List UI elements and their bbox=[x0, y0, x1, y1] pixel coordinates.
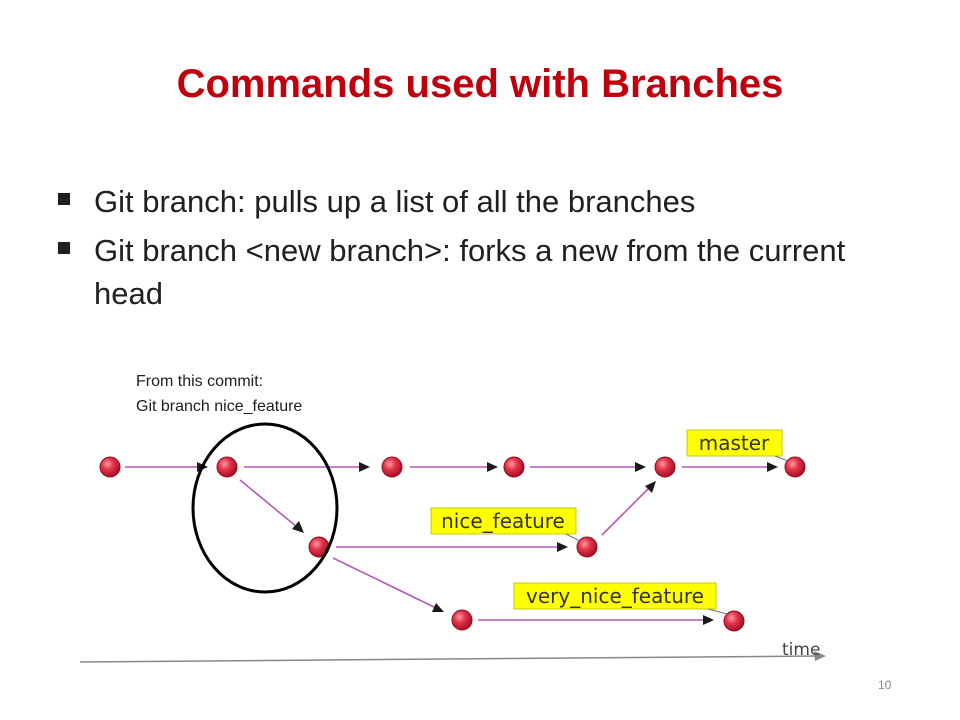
label-text: master bbox=[699, 431, 770, 455]
arrowhead-icon bbox=[432, 603, 444, 612]
label-box bbox=[430, 507, 577, 535]
arrow bbox=[239, 479, 298, 528]
branch-label-very-nice-feature: very_nice_feature bbox=[513, 582, 728, 615]
commit-node bbox=[654, 456, 676, 478]
label-box bbox=[513, 582, 717, 610]
arrowhead-icon bbox=[557, 542, 568, 552]
label-pointer bbox=[774, 455, 789, 462]
commit-nodes bbox=[99, 456, 806, 632]
commit-node bbox=[576, 536, 598, 558]
time-label: time bbox=[782, 640, 820, 660]
bullet-item: Git branch <new branch>: forks a new fro… bbox=[58, 229, 918, 315]
commit-arrows bbox=[125, 462, 778, 625]
arrowhead-icon bbox=[292, 521, 304, 533]
arrow bbox=[601, 486, 651, 536]
note-line: From this commit: bbox=[136, 373, 264, 390]
commit-node bbox=[99, 456, 121, 478]
commit-node bbox=[216, 456, 238, 478]
bullet-text: Git branch: pulls up a list of all the b… bbox=[94, 184, 696, 219]
arrowhead-icon bbox=[487, 462, 498, 472]
arrowhead-icon bbox=[635, 462, 646, 472]
arrowhead-icon bbox=[767, 462, 778, 472]
bullet-text: Git branch <new branch>: forks a new fro… bbox=[94, 233, 846, 311]
slide-title: Commands used with Branches bbox=[176, 62, 784, 106]
commit-note: From this commit: Git branch nice_featur… bbox=[136, 369, 302, 419]
commit-node bbox=[723, 610, 745, 632]
bullet-item: Git branch: pulls up a list of all the b… bbox=[58, 180, 918, 223]
arrowhead-icon bbox=[359, 462, 370, 472]
square-bullet-icon bbox=[58, 242, 70, 254]
commit-node bbox=[784, 456, 806, 478]
bullet-list: Git branch: pulls up a list of all the b… bbox=[58, 180, 918, 321]
label-box bbox=[686, 429, 783, 457]
label-text: nice_feature bbox=[441, 509, 565, 533]
square-bullet-icon bbox=[58, 193, 70, 205]
label-pointer bbox=[707, 608, 728, 615]
time-axis bbox=[79, 655, 819, 663]
page-number: 10 bbox=[878, 678, 892, 692]
arrow bbox=[332, 557, 437, 609]
commit-node bbox=[451, 609, 473, 631]
note-line: Git branch nice_feature bbox=[136, 398, 303, 415]
time-axis-arrowhead-icon bbox=[814, 651, 826, 661]
commit-node bbox=[503, 456, 525, 478]
arrowhead-icon bbox=[703, 615, 714, 625]
branch-label-master: master bbox=[686, 429, 789, 462]
label-text: very_nice_feature bbox=[526, 584, 704, 608]
arrowhead-icon bbox=[645, 481, 656, 493]
commit-node bbox=[381, 456, 403, 478]
branch-label-nice-feature: nice_feature bbox=[430, 507, 581, 542]
highlight-circle bbox=[191, 422, 339, 594]
label-pointer bbox=[565, 533, 581, 542]
